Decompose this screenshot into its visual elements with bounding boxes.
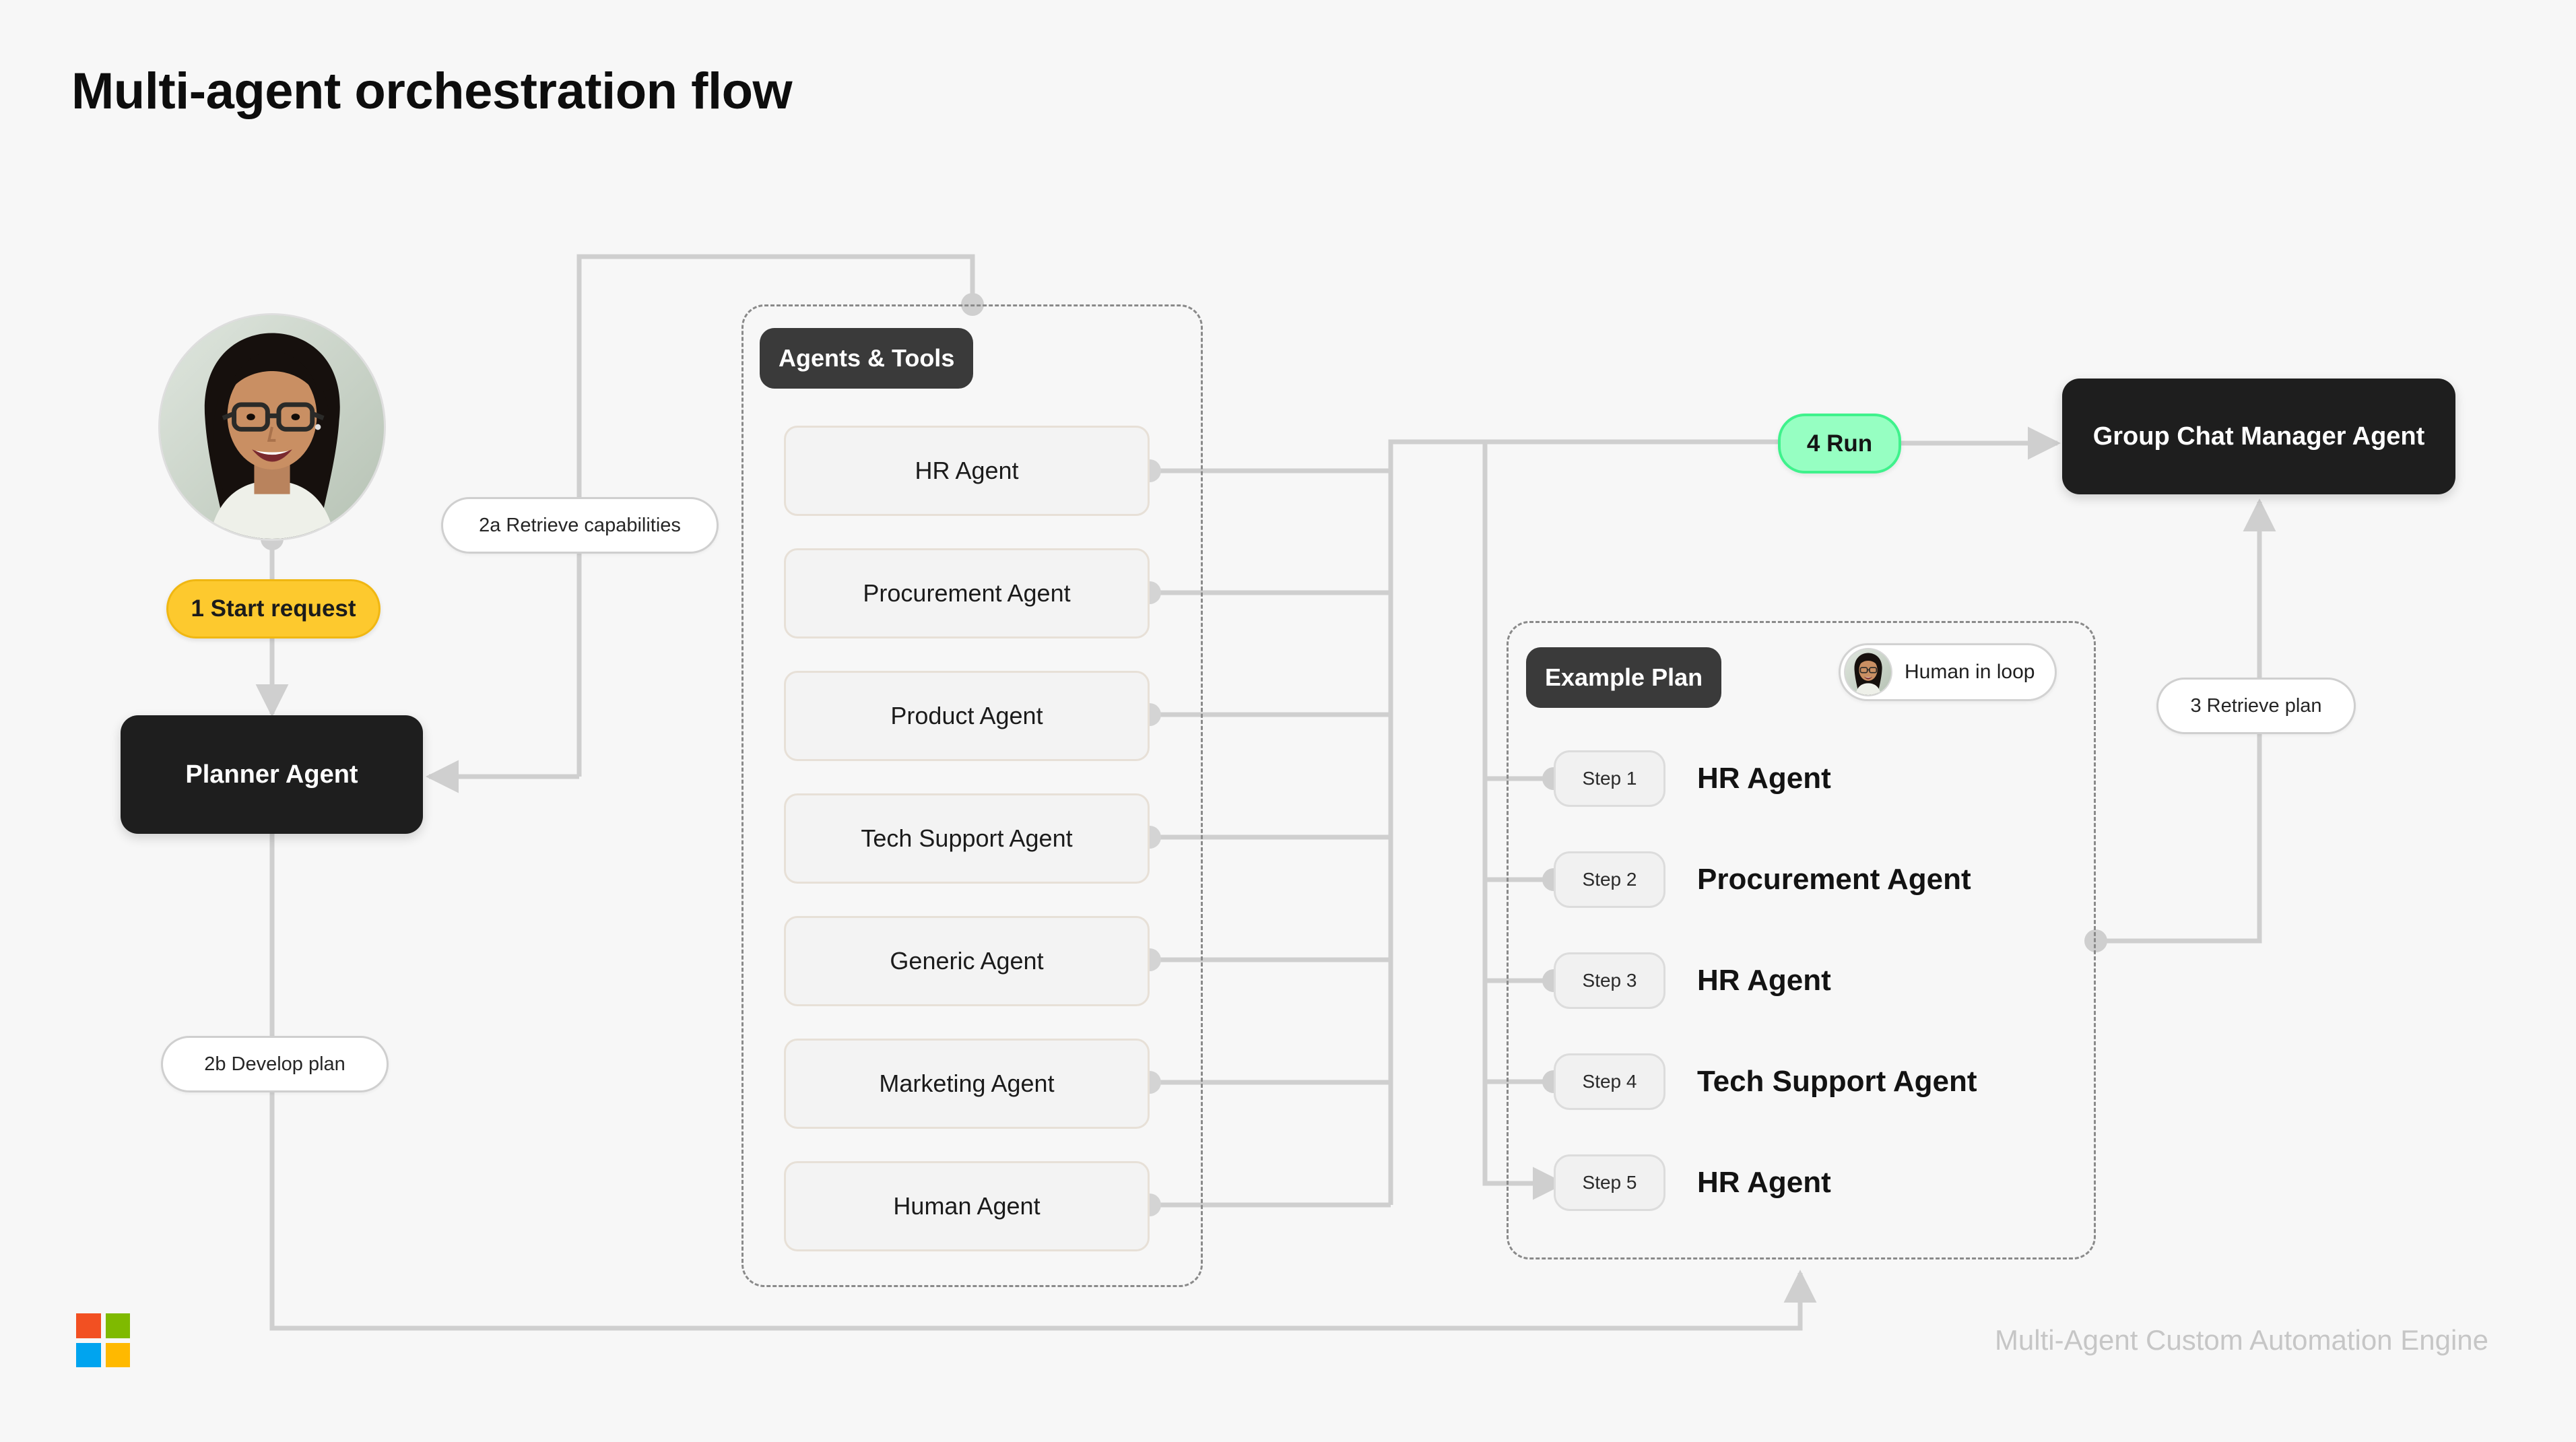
retrieve-plan-label: 3 Retrieve plan	[2156, 678, 2356, 734]
retrieve-capabilities-label: 2a Retrieve capabilities	[441, 497, 719, 554]
group-chat-manager-agent-node[interactable]: Group Chat Manager Agent	[2062, 379, 2455, 494]
agents-tools-group	[741, 304, 1203, 1287]
page-title: Multi-agent orchestration flow	[71, 63, 793, 120]
run-chip[interactable]: 4 Run	[1778, 414, 1901, 473]
logo-tile-yellow	[105, 1342, 130, 1367]
agent-card-tech-support[interactable]: Tech Support Agent	[784, 793, 1150, 884]
plan-step-agent-4: Tech Support Agent	[1697, 1065, 1977, 1098]
microsoft-logo	[76, 1313, 130, 1367]
plan-step-agent-3: HR Agent	[1697, 964, 1831, 997]
agent-card-hr[interactable]: HR Agent	[784, 426, 1150, 516]
agent-card-marketing[interactable]: Marketing Agent	[784, 1039, 1150, 1129]
plan-step-chip-2: Step 2	[1554, 851, 1665, 908]
logo-tile-green	[105, 1313, 130, 1338]
develop-plan-label: 2b Develop plan	[161, 1036, 389, 1092]
plan-step-agent-2: Procurement Agent	[1697, 863, 1971, 896]
human-in-loop-avatar	[1845, 649, 1891, 695]
human-in-loop-badge: Human in loop	[1839, 643, 2057, 701]
plan-step-agent-5: HR Agent	[1697, 1166, 1831, 1199]
plan-step-chip-4: Step 4	[1554, 1053, 1665, 1110]
human-in-loop-label: Human in loop	[1905, 661, 2035, 683]
plan-step-chip-1: Step 1	[1554, 750, 1665, 807]
agent-card-procurement[interactable]: Procurement Agent	[784, 548, 1150, 638]
example-plan-group	[1507, 621, 2096, 1259]
plan-step-agent-1: HR Agent	[1697, 762, 1831, 795]
agent-card-product[interactable]: Product Agent	[784, 671, 1150, 761]
product-wordmark: Multi-Agent Custom Automation Engine	[1994, 1324, 2488, 1356]
agent-card-generic[interactable]: Generic Agent	[784, 916, 1150, 1006]
planner-agent-node[interactable]: Planner Agent	[121, 715, 423, 834]
plan-step-chip-3: Step 3	[1554, 952, 1665, 1009]
user-avatar	[160, 315, 384, 539]
logo-tile-red	[76, 1313, 101, 1338]
start-request-chip[interactable]: 1 Start request	[166, 579, 381, 638]
plan-step-chip-5: Step 5	[1554, 1154, 1665, 1211]
example-plan-group-label: Example Plan	[1526, 647, 1722, 708]
agents-tools-group-label: Agents & Tools	[760, 328, 974, 389]
logo-tile-blue	[76, 1342, 101, 1367]
agent-card-human[interactable]: Human Agent	[784, 1161, 1150, 1251]
